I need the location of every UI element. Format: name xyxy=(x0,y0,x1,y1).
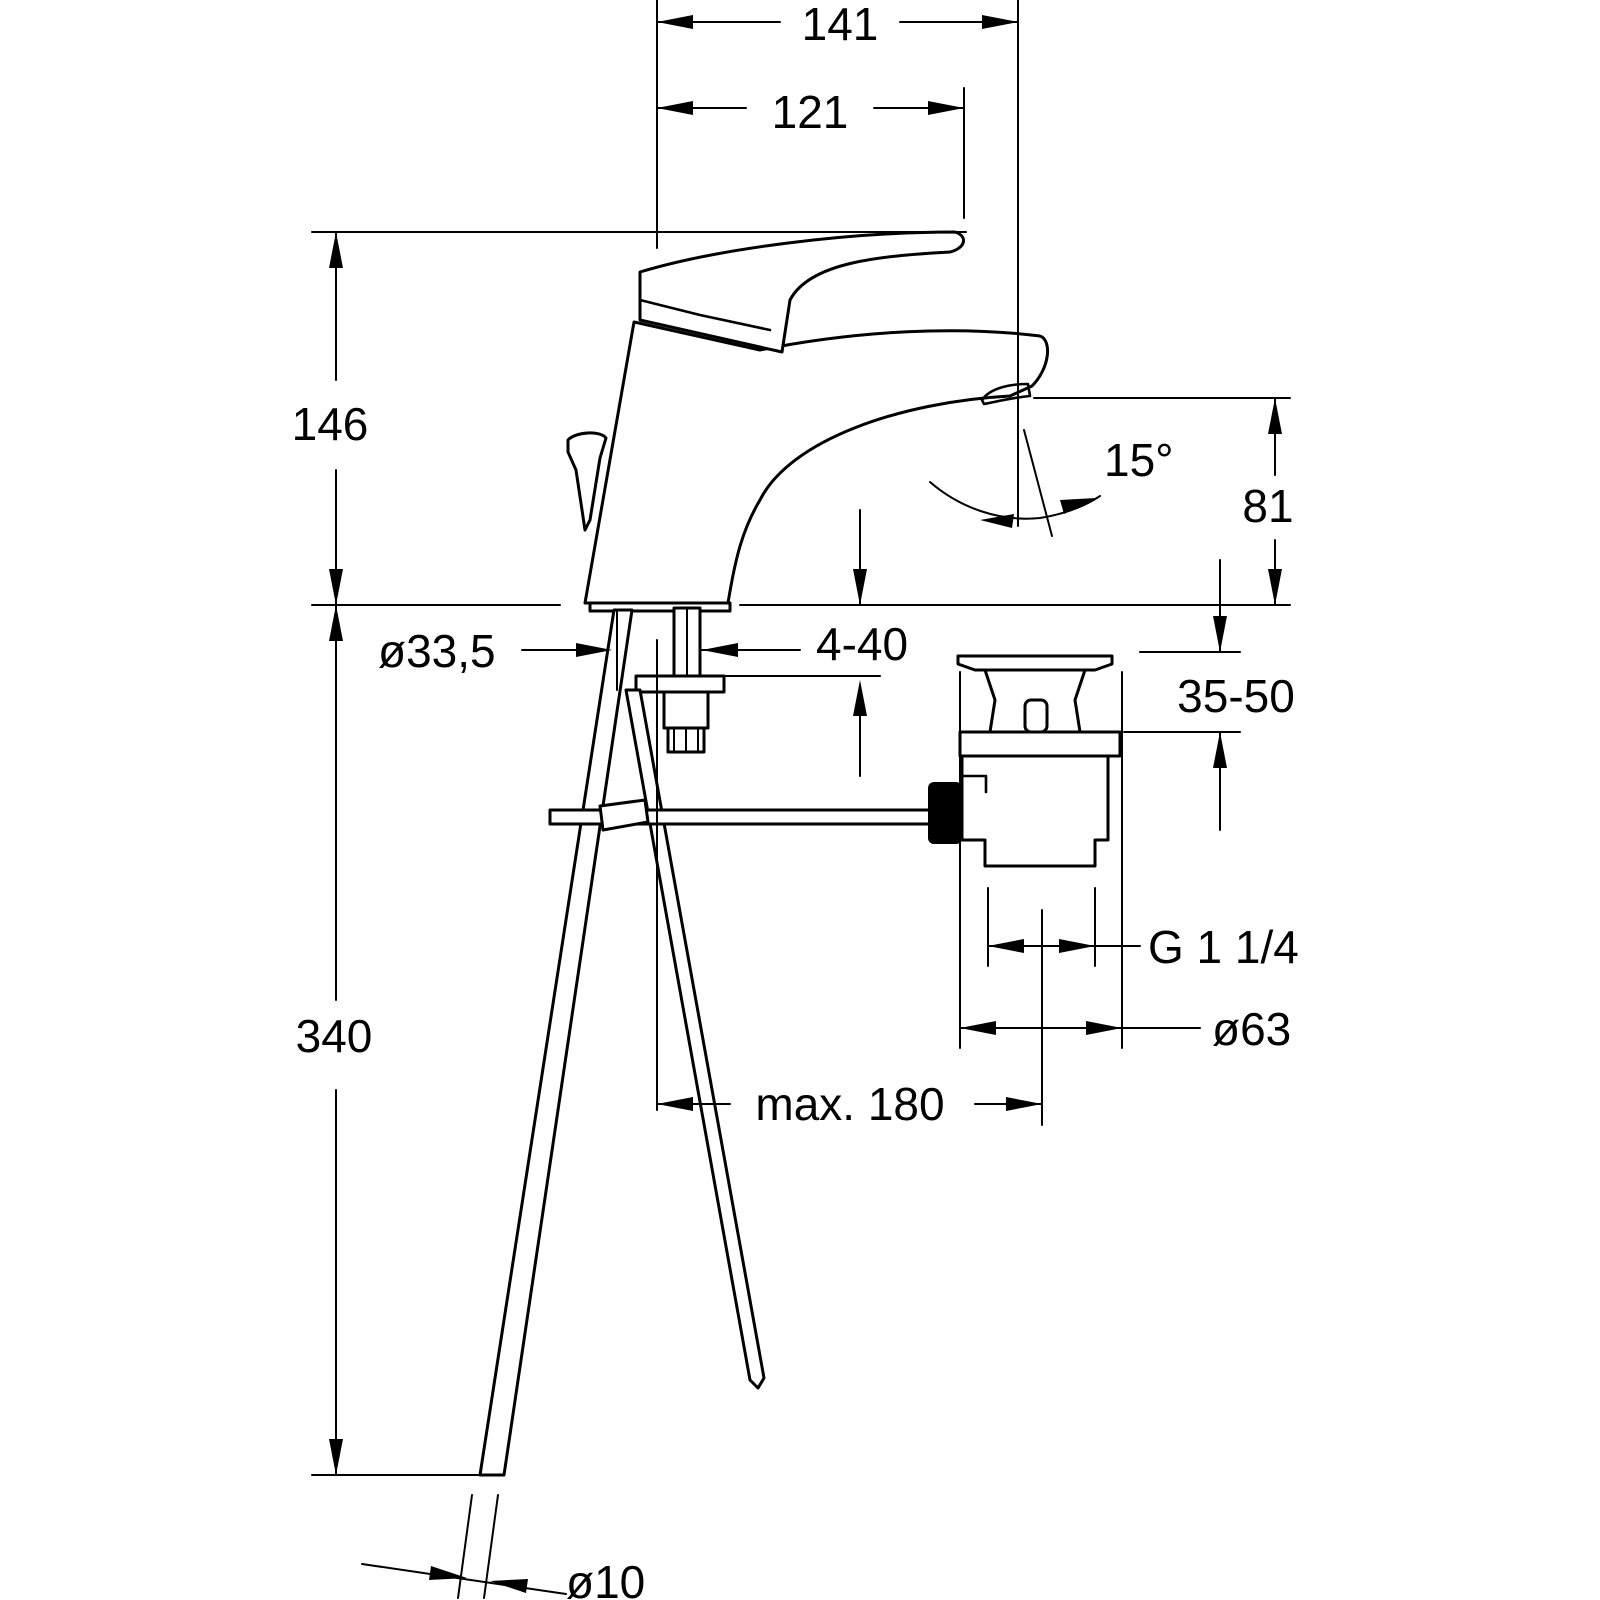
label-max-180: max. 180 xyxy=(755,1078,944,1130)
drain-nut xyxy=(958,730,1122,758)
rod-clip xyxy=(598,798,650,832)
label-4-40: 4-40 xyxy=(816,618,908,670)
popup-knob xyxy=(566,431,608,532)
label-121: 121 xyxy=(772,86,849,138)
drain-flange xyxy=(956,654,1114,672)
lever-handle xyxy=(638,230,965,354)
label-81: 81 xyxy=(1242,480,1293,532)
supply-hose-long xyxy=(478,608,634,1477)
dimension-labels: 141 121 146 81 15° ø33,5 4-40 35-50 G 1 … xyxy=(292,0,1299,1600)
supply-hose-short xyxy=(624,688,766,1390)
mounting-hardware xyxy=(634,606,726,754)
label-33-5: ø33,5 xyxy=(378,625,496,677)
mounting-nut xyxy=(662,690,710,730)
label-63: ø63 xyxy=(1212,1003,1291,1055)
label-340: 340 xyxy=(296,1010,373,1062)
dimension-lines xyxy=(311,0,1291,1599)
rod-pivot-nut xyxy=(928,782,962,844)
base-collar xyxy=(588,601,732,613)
faucet-spout xyxy=(583,320,1050,605)
label-15-degrees: 15° xyxy=(1104,434,1174,486)
supply-hoses xyxy=(478,608,766,1477)
lever-underside xyxy=(638,298,772,332)
label-g-1-1-4: G 1 1/4 xyxy=(1148,921,1299,973)
drain-body xyxy=(960,754,1110,868)
faucet-body xyxy=(566,230,1050,613)
aerator xyxy=(980,382,1032,406)
popup-linkage xyxy=(548,782,962,844)
mounting-washer xyxy=(634,674,726,694)
label-141: 141 xyxy=(802,0,879,50)
label-10: ø10 xyxy=(566,1556,645,1600)
drain-assembly xyxy=(956,654,1122,868)
label-146: 146 xyxy=(292,398,369,450)
label-35-50: 35-50 xyxy=(1177,670,1295,722)
